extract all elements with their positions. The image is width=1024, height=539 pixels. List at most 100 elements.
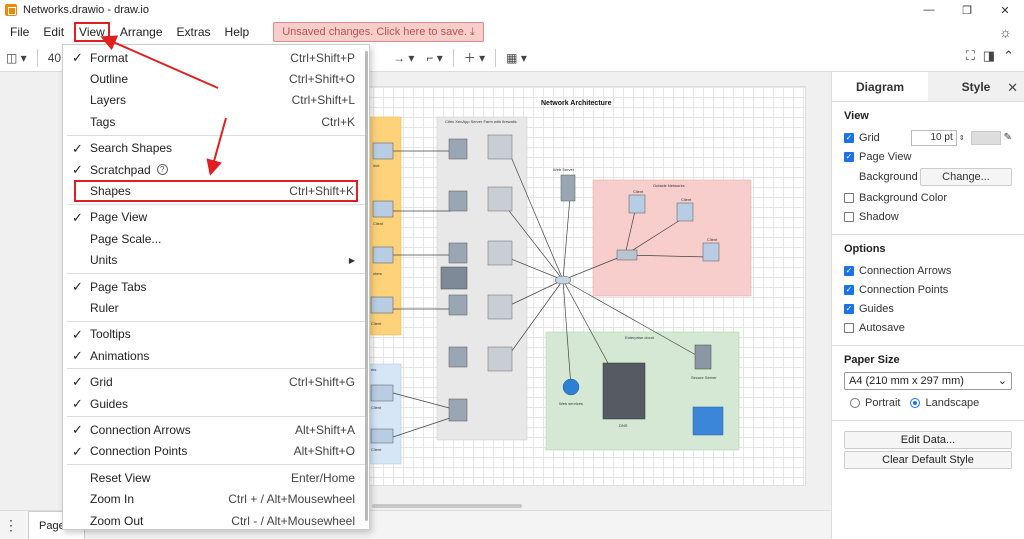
connection-points-checkbox[interactable]: ✓ xyxy=(844,284,854,295)
menu-item-page-tabs[interactable]: ✓Page Tabs xyxy=(63,276,369,297)
menu-edit[interactable]: Edit xyxy=(43,24,65,39)
page-view-label: Page View xyxy=(859,150,912,163)
guides-checkbox[interactable]: ✓ xyxy=(844,303,854,314)
zone-outside-networks xyxy=(592,179,752,297)
menu-item-page-scale[interactable]: Page Scale... xyxy=(63,228,369,249)
insert-icon[interactable]: ＋ ▾ xyxy=(463,51,486,65)
menu-extras[interactable]: Extras xyxy=(176,24,211,39)
menu-item-shortcut: Ctrl+K xyxy=(321,114,355,129)
menu-item-label: Layers xyxy=(90,93,127,108)
menu-item-tags[interactable]: Tags Ctrl+K xyxy=(63,111,369,132)
menu-item-label: Zoom In xyxy=(90,492,135,507)
unsaved-label: Unsaved changes. Click here to save. xyxy=(282,25,467,38)
fullscreen-icon[interactable]: ⛶ xyxy=(965,48,975,63)
menu-item-units[interactable]: Units▶ xyxy=(63,250,369,271)
menu-arrange[interactable]: Arrange xyxy=(119,24,163,39)
shadow-checkbox[interactable] xyxy=(844,211,854,222)
zoom-level[interactable]: 40 xyxy=(47,50,62,65)
menu-separator xyxy=(67,320,365,322)
format-panel-icon[interactable]: ◨ xyxy=(982,48,996,63)
collapse-icon[interactable]: ⌃ xyxy=(1003,48,1014,63)
maximize-icon[interactable]: ❐ xyxy=(962,4,972,17)
menu-item-animations[interactable]: ✓Animations xyxy=(63,345,369,366)
window-title: Networks.drawio - draw.io xyxy=(23,4,149,16)
stepper-icon[interactable]: ⇕ xyxy=(958,134,965,142)
left-client-label: rks xyxy=(371,367,376,372)
theme-sun-icon[interactable]: ☼ xyxy=(999,24,1012,40)
grid-checkbox[interactable]: ✓ xyxy=(844,132,854,143)
diagram-page[interactable]: Network Architecture Citrix XenApp Serve… xyxy=(362,86,806,486)
menu-file[interactable]: File xyxy=(10,24,30,39)
menu-scrollbar[interactable] xyxy=(365,51,368,521)
core-hub xyxy=(554,275,572,285)
menu-item-guides[interactable]: ✓Guides xyxy=(63,393,369,414)
horizontal-scrollbar[interactable] xyxy=(372,504,522,508)
menu-item-scratchpad[interactable]: ✓Scratchpad? xyxy=(63,159,369,180)
left-client-label: Client xyxy=(371,405,382,410)
clear-default-style-button[interactable]: Clear Default Style xyxy=(844,451,1012,469)
table-icon[interactable]: ▦ ▾ xyxy=(506,50,527,65)
paper-size-select[interactable]: A4 (210 mm x 297 mm) ⌄ xyxy=(844,372,1012,390)
menu-item-tooltips[interactable]: ✓Tooltips xyxy=(63,324,369,345)
title-bar: Networks.drawio - draw.io — ❐ ✕ xyxy=(0,0,1024,20)
orientation-row: Portrait Landscape xyxy=(844,393,1012,412)
landscape-radio[interactable] xyxy=(910,397,921,408)
change-background-button[interactable]: Change... xyxy=(920,168,1012,186)
help-icon[interactable]: ? xyxy=(156,164,168,176)
portrait-radio[interactable] xyxy=(850,397,860,408)
menu-item-label: Tags xyxy=(90,114,116,129)
menu-item-search-shapes[interactable]: ✓Search Shapes xyxy=(63,138,369,159)
autosave-checkbox[interactable] xyxy=(844,322,854,333)
connection-arrows-row: ✓ Connection Arrows xyxy=(844,261,1012,280)
menu-item-label: Outline xyxy=(90,72,129,87)
close-icon[interactable]: ✕ xyxy=(1000,4,1010,17)
left-client-label: Client xyxy=(371,321,382,326)
background-row: Background Change... xyxy=(844,166,1012,188)
menu-item-label: Connection Arrows xyxy=(90,422,191,437)
background-color-checkbox[interactable] xyxy=(844,192,854,203)
tab-diagram[interactable]: Diagram xyxy=(855,80,905,94)
menu-help[interactable]: Help xyxy=(224,24,250,39)
page-view-row: ✓ Page View xyxy=(844,147,1012,166)
menu-item-page-view[interactable]: ✓Page View xyxy=(63,207,369,228)
check-icon: ✓ xyxy=(72,278,83,294)
connector-style-icon[interactable]: → ▾ xyxy=(393,50,415,65)
paper-size-section: Paper Size A4 (210 mm x 297 mm) ⌄ Portra… xyxy=(832,346,1024,421)
unsaved-changes-button[interactable]: Unsaved changes. Click here to save. ⤓ xyxy=(273,21,484,42)
pages-menu-icon[interactable]: ⋮ xyxy=(4,516,18,533)
menu-separator xyxy=(67,368,365,370)
menu-item-label: Ruler xyxy=(90,300,119,315)
edit-data-button[interactable]: Edit Data... xyxy=(844,431,1012,449)
tab-style[interactable]: Style xyxy=(928,72,1024,101)
minimize-icon[interactable]: — xyxy=(923,4,935,16)
menu-view[interactable]: View xyxy=(74,21,110,42)
toolbar-separator xyxy=(452,48,454,67)
paper-size-value: A4 (210 mm x 297 mm) xyxy=(849,375,964,387)
grid-size-input[interactable]: 10 pt xyxy=(910,129,957,146)
menu-separator xyxy=(67,272,365,274)
waypoint-style-icon[interactable]: ⌐ ▾ xyxy=(426,50,443,65)
page-view-checkbox[interactable]: ✓ xyxy=(844,151,854,162)
pencil-icon[interactable]: ✎ xyxy=(1003,132,1012,143)
view-section: View ✓ Grid 10 pt ⇕ ✎ ✓ Page View Backgr… xyxy=(832,102,1024,235)
format-panel: Diagram Style ✕ View ✓ Grid 10 pt ⇕ ✎ ✓ … xyxy=(831,72,1024,539)
save-icon: ⤓ xyxy=(469,25,475,38)
menu-item-shortcut: Ctrl - / Alt+Mousewheel xyxy=(231,513,355,528)
grid-color-swatch[interactable] xyxy=(970,130,1001,145)
connection-arrows-checkbox[interactable]: ✓ xyxy=(844,265,854,276)
close-panel-icon[interactable]: ✕ xyxy=(1007,80,1018,95)
outside-router xyxy=(616,249,638,261)
menu-item-label: Format xyxy=(90,50,129,65)
menu-item-ruler[interactable]: Ruler xyxy=(63,297,369,318)
sidebar-toggle-icon[interactable]: ◫ ▾ xyxy=(6,50,27,65)
